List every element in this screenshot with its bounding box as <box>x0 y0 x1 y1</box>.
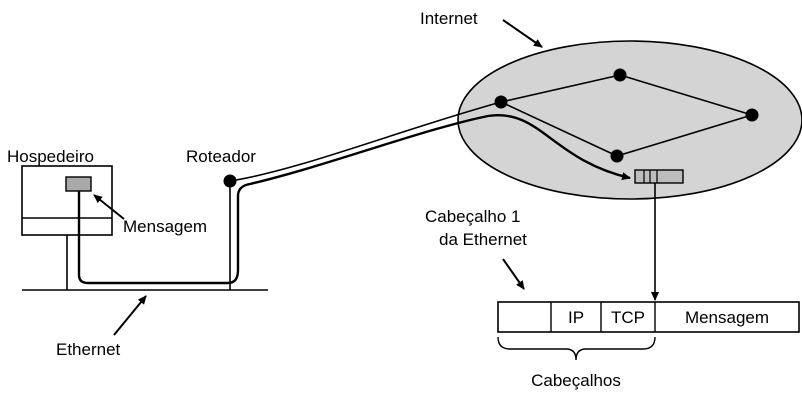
router-node <box>610 149 624 163</box>
ethernet-header-label-2: da Ethernet <box>439 230 527 249</box>
message-path <box>77 113 631 285</box>
internet-arrow <box>502 19 543 48</box>
packet-field-message: Mensagem <box>685 308 769 327</box>
message-arrow <box>93 194 125 220</box>
ethernet-header-arrow <box>502 258 525 290</box>
router-node <box>613 68 627 82</box>
internet-label: Internet <box>420 9 478 28</box>
ethernet-label: Ethernet <box>56 340 121 359</box>
internet-cloud <box>457 40 802 200</box>
packet-field-tcp: TCP <box>611 308 645 327</box>
ethernet-header-label-1: Cabeçalho 1 <box>425 207 520 226</box>
ethernet-arrow <box>113 295 147 336</box>
headers-label: Cabeçalhos <box>531 371 621 390</box>
router-node <box>745 108 759 122</box>
router-label: Roteador <box>186 147 256 166</box>
packet-in-transit <box>634 169 684 184</box>
packet-frame <box>497 301 800 333</box>
router-dot <box>223 174 237 188</box>
message-block <box>65 176 92 192</box>
router-to-internet-link <box>229 101 502 182</box>
packet-field-ip: IP <box>568 308 584 327</box>
internet-links <box>500 74 753 157</box>
headers-brace <box>497 336 656 361</box>
host-label: Hospedeiro <box>7 147 94 166</box>
message-label: Mensagem <box>123 217 207 236</box>
